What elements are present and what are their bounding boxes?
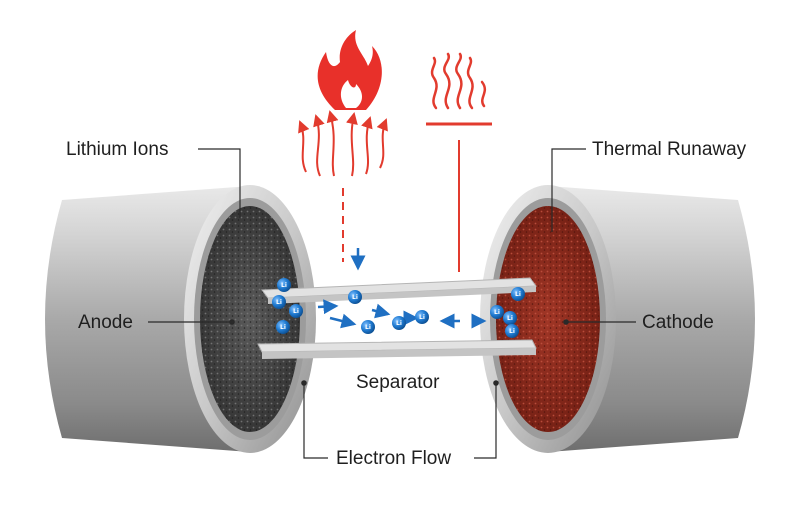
lithium-ion: Li	[361, 320, 375, 334]
lithium-ion: Li	[272, 295, 286, 309]
svg-text:Li: Li	[396, 320, 402, 327]
label-thermal-runaway: Thermal Runaway	[592, 139, 747, 160]
lithium-ion: Li	[490, 305, 504, 319]
leader-thermal-runaway	[551, 148, 586, 232]
svg-text:Li: Li	[419, 314, 425, 321]
svg-text:Li: Li	[507, 315, 513, 322]
label-cathode: Cathode	[642, 312, 714, 333]
svg-text:Li: Li	[494, 309, 500, 316]
anode-cell	[45, 185, 316, 453]
lithium-ion: Li	[289, 304, 303, 318]
label-separator: Separator	[356, 372, 440, 393]
svg-text:Li: Li	[509, 328, 515, 335]
lithium-ion: Li	[511, 287, 525, 301]
svg-text:Li: Li	[515, 291, 521, 298]
svg-text:Li: Li	[352, 294, 358, 301]
lithium-ion: Li	[276, 320, 290, 334]
flame-icon	[317, 30, 382, 110]
lithium-ion: Li	[415, 310, 429, 324]
svg-text:Li: Li	[280, 324, 286, 331]
leader-lines	[148, 148, 636, 459]
lithium-ion: Li	[505, 324, 519, 338]
ion-flow-arrows	[317, 299, 487, 329]
lithium-ion: Li	[392, 316, 406, 330]
lithium-ions: Li Li Li Li Li Li Li Li Li Li Li Li	[272, 278, 525, 338]
leader-electron-flow-left	[303, 383, 328, 459]
label-anode: Anode	[78, 312, 133, 333]
heat-waves-icon	[430, 52, 487, 110]
leader-lithium-ions	[198, 148, 241, 218]
svg-text:Li: Li	[276, 299, 282, 306]
svg-text:Li: Li	[365, 324, 371, 331]
flame-heat-arrows	[298, 110, 388, 177]
svg-text:Li: Li	[281, 282, 287, 289]
svg-text:Li: Li	[293, 308, 299, 315]
lithium-ion: Li	[277, 278, 291, 292]
lithium-ion: Li	[503, 311, 517, 325]
label-lithium-ions: Lithium Ions	[66, 139, 169, 160]
lithium-ion: Li	[348, 290, 362, 304]
label-electron-flow: Electron Flow	[336, 448, 452, 469]
leader-electron-flow-right	[474, 383, 497, 459]
cathode-cell	[480, 185, 755, 453]
